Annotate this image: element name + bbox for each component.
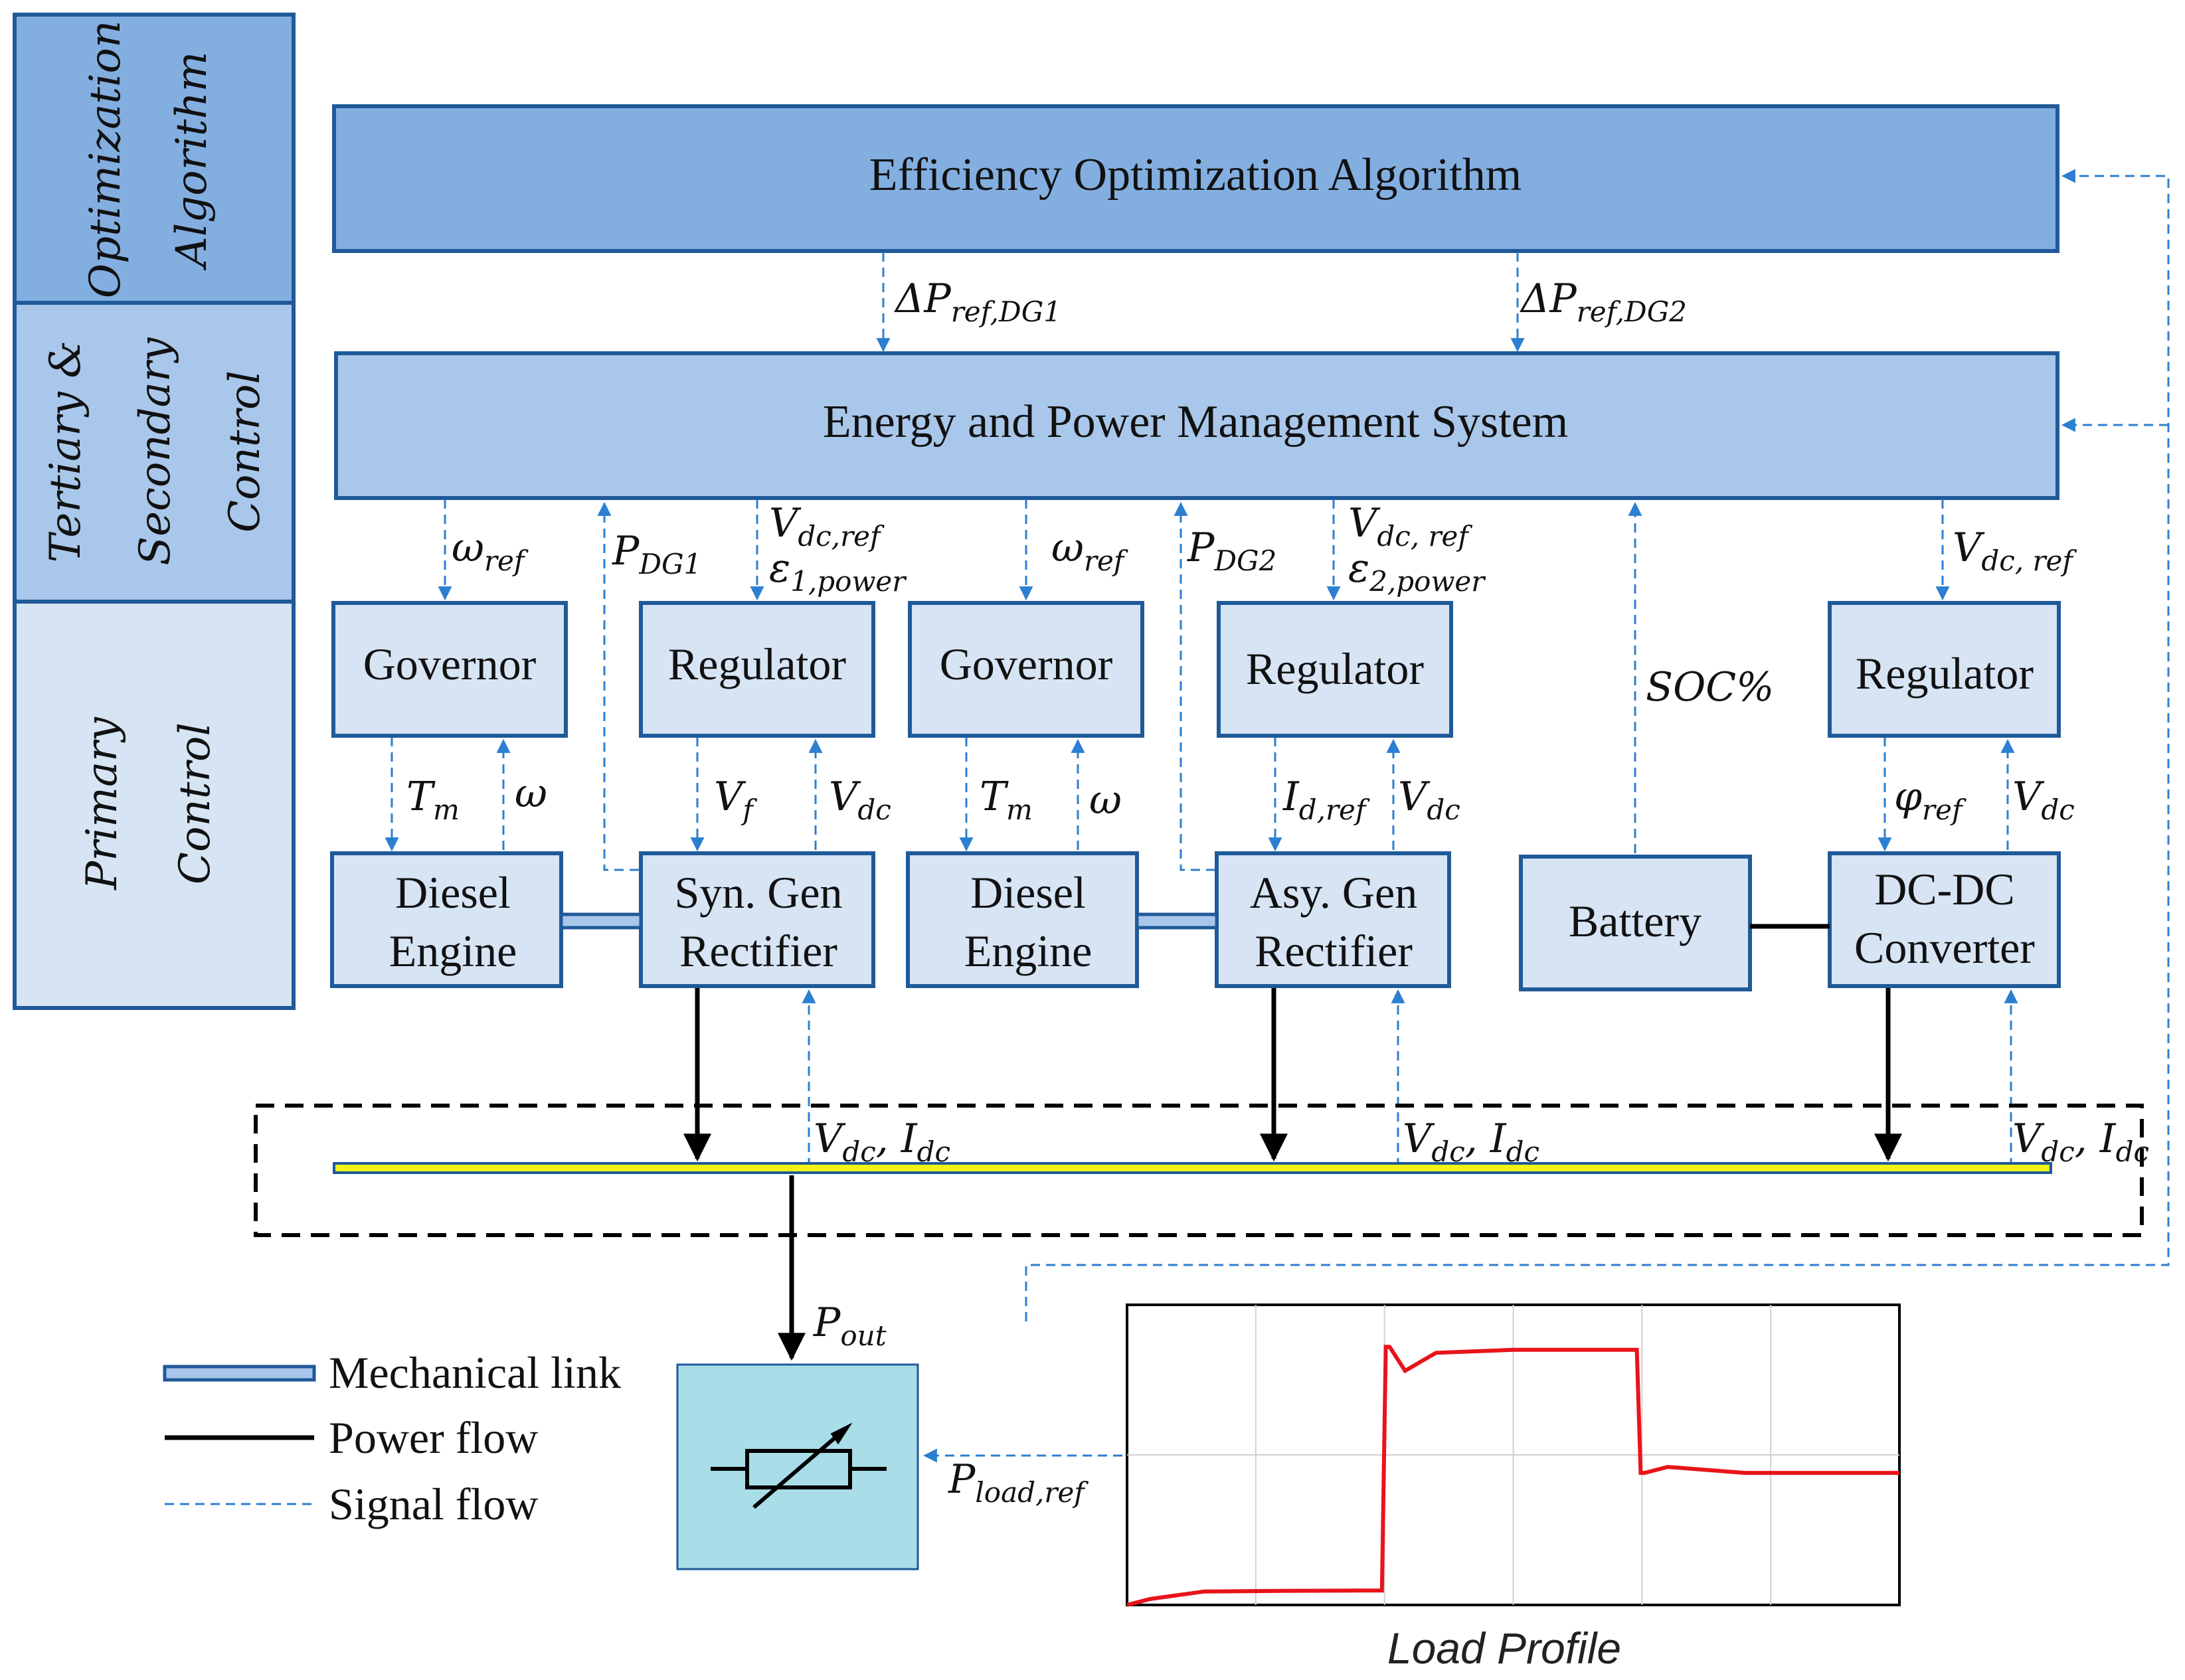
label-vdc-ref-1: Vdc,ref bbox=[769, 500, 885, 552]
label-bus-1: Vdc, Idc bbox=[814, 1116, 950, 1168]
efficiency-optimization-block bbox=[332, 104, 2059, 253]
label-omega-1: ω bbox=[515, 770, 547, 817]
label-omega-2: ω bbox=[1089, 777, 1122, 823]
layer-label-tertiary-2: Secondary bbox=[131, 337, 180, 566]
load-profile-chart: Load Profile bbox=[1126, 1303, 1901, 1673]
label-eps1-power: ε1,power bbox=[769, 545, 907, 598]
regulator-2-block bbox=[1217, 601, 1453, 738]
label-soc: SOC% bbox=[1646, 664, 1774, 711]
label-vf: Vf bbox=[714, 774, 757, 826]
epms-block bbox=[334, 351, 2059, 500]
diesel-engine-1-line1: Diesel bbox=[395, 867, 511, 918]
label-p-out: Pout bbox=[813, 1300, 887, 1352]
legend-power-label: Power flow bbox=[329, 1412, 538, 1463]
label-vdc-3: Vdc bbox=[2012, 774, 2075, 826]
layer-label-tertiary-1: Tertiary & bbox=[41, 341, 90, 563]
layer-label-primary-2: Control bbox=[171, 722, 220, 884]
layer-primary bbox=[13, 600, 296, 1010]
legend-mechanical-label: Mechanical link bbox=[329, 1347, 621, 1398]
label-p-dg2: PDG2 bbox=[1187, 525, 1276, 577]
layer-label-optimization-2: Algorithm bbox=[167, 52, 217, 271]
label-omega-ref-2: ωref bbox=[1051, 525, 1128, 577]
layer-label-optimization-1: Optimization bbox=[81, 21, 130, 299]
label-bus-2: Vdc, Idc bbox=[1403, 1116, 1539, 1168]
dc-bus-bar bbox=[333, 1162, 2052, 1174]
label-id-ref: Id,ref bbox=[1282, 774, 1370, 826]
label-omega-ref-1: ωref bbox=[452, 525, 529, 577]
label-p-load-ref: Pload,ref bbox=[948, 1456, 1089, 1509]
asy-gen-line2: Rectifier bbox=[1255, 926, 1413, 976]
regulator-1-block bbox=[639, 601, 875, 738]
layer-label-primary-1: Primary bbox=[78, 716, 127, 890]
diesel-engine-2-line2: Engine bbox=[964, 926, 1092, 976]
label-bus-3: Vdc, Idc bbox=[2012, 1116, 2149, 1168]
dcdc-line2: Converter bbox=[1854, 922, 2035, 973]
variable-resistor-icon bbox=[711, 1422, 887, 1509]
legend-mechanical-swatch bbox=[163, 1365, 316, 1382]
dcdc-converter-block bbox=[1828, 851, 2061, 988]
governor-2-block bbox=[908, 601, 1144, 738]
label-dp-dg1: ΔPref,DG1 bbox=[894, 276, 1061, 328]
label-dp-dg2: ΔPref,DG2 bbox=[1520, 276, 1687, 328]
signal-labels: ΔPref,DG1 ΔPref,DG2 ωref PDG1 Vdc,ref ε1… bbox=[406, 276, 2149, 1509]
regulator-2-label: Regulator bbox=[1246, 643, 1425, 694]
governor-1-label: Governor bbox=[363, 639, 537, 689]
dcdc-line1: DC-DC bbox=[1874, 864, 2015, 914]
label-tm-1: Tm bbox=[406, 774, 460, 826]
dc-bus-boundary bbox=[254, 1104, 2144, 1237]
label-tm-2: Tm bbox=[980, 774, 1033, 826]
syn-gen-line1: Syn. Gen bbox=[674, 867, 842, 918]
chart-caption: Load Profile bbox=[1387, 1624, 1621, 1673]
label-phi-ref: φref bbox=[1894, 774, 1966, 826]
layer-tertiary-secondary bbox=[13, 301, 296, 604]
battery-label: Battery bbox=[1569, 896, 1702, 946]
efficiency-optimization-label: Efficiency Optimization Algorithm bbox=[869, 149, 1522, 201]
regulator-3-block bbox=[1828, 601, 2061, 738]
regulator-3-label: Regulator bbox=[1856, 648, 2034, 699]
power-flow-lines bbox=[683, 988, 1902, 1361]
label-vdc-ref-3: Vdc, ref bbox=[1953, 525, 2077, 577]
syn-gen-line2: Rectifier bbox=[679, 926, 837, 976]
asy-gen-line1: Asy. Gen bbox=[1250, 867, 1417, 918]
legend-signal-label: Signal flow bbox=[329, 1479, 538, 1529]
layer-optimization bbox=[13, 13, 296, 305]
signal-lines bbox=[385, 169, 2170, 1463]
battery-block bbox=[1519, 855, 1752, 991]
label-vdc-1: Vdc bbox=[829, 774, 891, 826]
label-p-dg1: PDG1 bbox=[612, 528, 701, 580]
label-vdc-2: Vdc bbox=[1398, 774, 1460, 826]
regulator-1-label: Regulator bbox=[668, 639, 847, 689]
diesel-engine-1-line2: Engine bbox=[389, 926, 517, 976]
legend: Mechanical link Power flow Signal flow bbox=[163, 1347, 621, 1529]
epms-label: Energy and Power Management System bbox=[823, 396, 1568, 448]
layer-label-tertiary-3: Control bbox=[220, 371, 270, 533]
label-eps2-power: ε2,power bbox=[1348, 545, 1486, 598]
label-vdc-ref-2: Vdc, ref bbox=[1348, 500, 1472, 552]
diesel-engine-2-line1: Diesel bbox=[970, 867, 1086, 918]
chart-series-line bbox=[1126, 1345, 1899, 1607]
mechanical-links bbox=[559, 912, 1219, 930]
layer-sidebar: Optimization Algorithm Tertiary & Second… bbox=[13, 13, 296, 1010]
governor-1-block bbox=[331, 601, 568, 738]
governor-2-label: Governor bbox=[940, 639, 1113, 689]
primary-blocks: Governor Regulator Governor Regulator Re… bbox=[330, 601, 2061, 991]
